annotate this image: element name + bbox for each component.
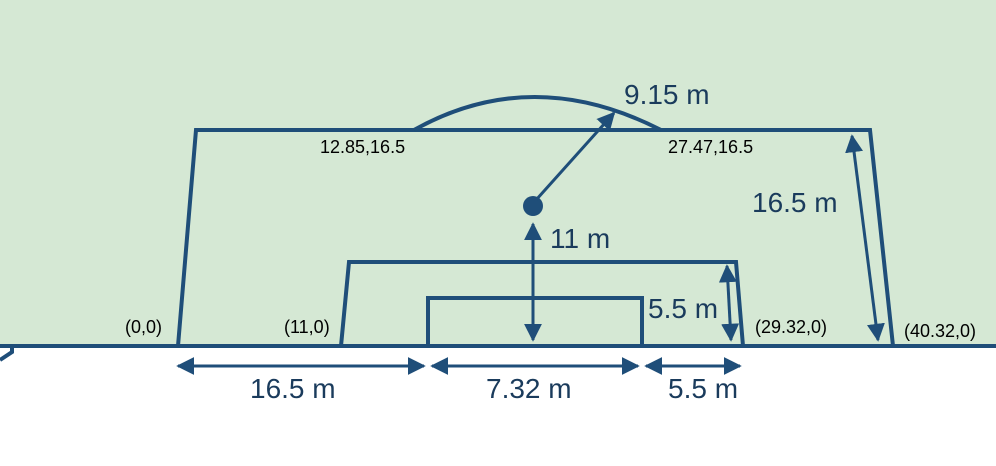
coord-arc-right: 27.47,16.5	[668, 137, 753, 157]
arc-radius-arrow	[534, 111, 616, 202]
box-side-width-label: 16.5 m	[250, 373, 336, 404]
spot-distance-label: 11 m	[550, 223, 610, 254]
goal-area-depth-arrow	[718, 264, 740, 342]
penalty-arc	[413, 95, 662, 132]
goal-width-label: 7.32 m	[486, 373, 572, 404]
coord-penalty-box-right: (40.32,0)	[904, 321, 976, 341]
field-area	[0, 0, 996, 346]
corner-marker	[0, 346, 14, 362]
coord-origin: (0,0)	[125, 317, 162, 337]
arc-radius-label: 9.15 m	[624, 79, 710, 110]
box-depth-label: 16.5 m	[752, 187, 838, 218]
penalty-spot	[523, 196, 543, 216]
goal-area-width-label: 5.5 m	[668, 373, 738, 404]
coord-six-yard-left: (11,0)	[284, 317, 330, 337]
coord-six-yard-right: (29.32,0)	[755, 317, 827, 337]
coord-arc-left: 12.85,16.5	[320, 137, 405, 157]
box-depth-arrow	[845, 134, 885, 342]
goal-area-depth-label: 5.5 m	[648, 293, 718, 324]
six-yard-box-outline	[339, 260, 745, 347]
